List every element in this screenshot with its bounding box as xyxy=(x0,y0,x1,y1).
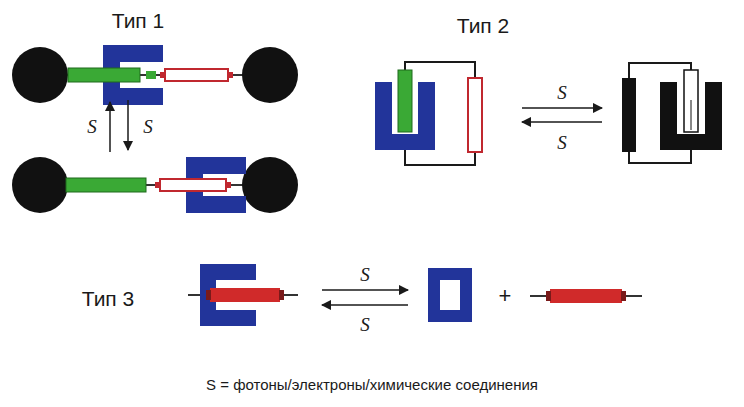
stimulus-label: S xyxy=(143,117,153,136)
type-heading: Тип 2 xyxy=(457,15,510,36)
type-heading: Тип 3 xyxy=(82,288,135,309)
stimulus-label: S xyxy=(360,315,370,334)
switch-arrow xyxy=(322,304,408,306)
stimulus-label: S xyxy=(557,133,567,152)
host-guest-complex xyxy=(188,264,298,326)
stimulus-label: S xyxy=(87,117,97,136)
figure-caption: S = фотоны/электроны/химические соединен… xyxy=(206,377,538,392)
guest-rod xyxy=(530,289,642,303)
catenane-right xyxy=(622,63,722,163)
rotaxane-bottom xyxy=(12,157,298,213)
switch-arrow xyxy=(109,102,111,152)
switch-arrow xyxy=(522,121,602,123)
switch-arrow xyxy=(522,107,602,109)
host-ring xyxy=(428,268,472,322)
switch-arrow xyxy=(127,100,129,150)
catenane-left xyxy=(375,62,482,165)
type-heading: Тип 1 xyxy=(112,10,165,31)
stimulus-label: S xyxy=(360,265,370,284)
switch-arrow xyxy=(322,289,408,291)
stimulus-label: S xyxy=(557,83,567,102)
plus-sign: + xyxy=(499,285,512,307)
rotaxane-top xyxy=(12,45,298,105)
